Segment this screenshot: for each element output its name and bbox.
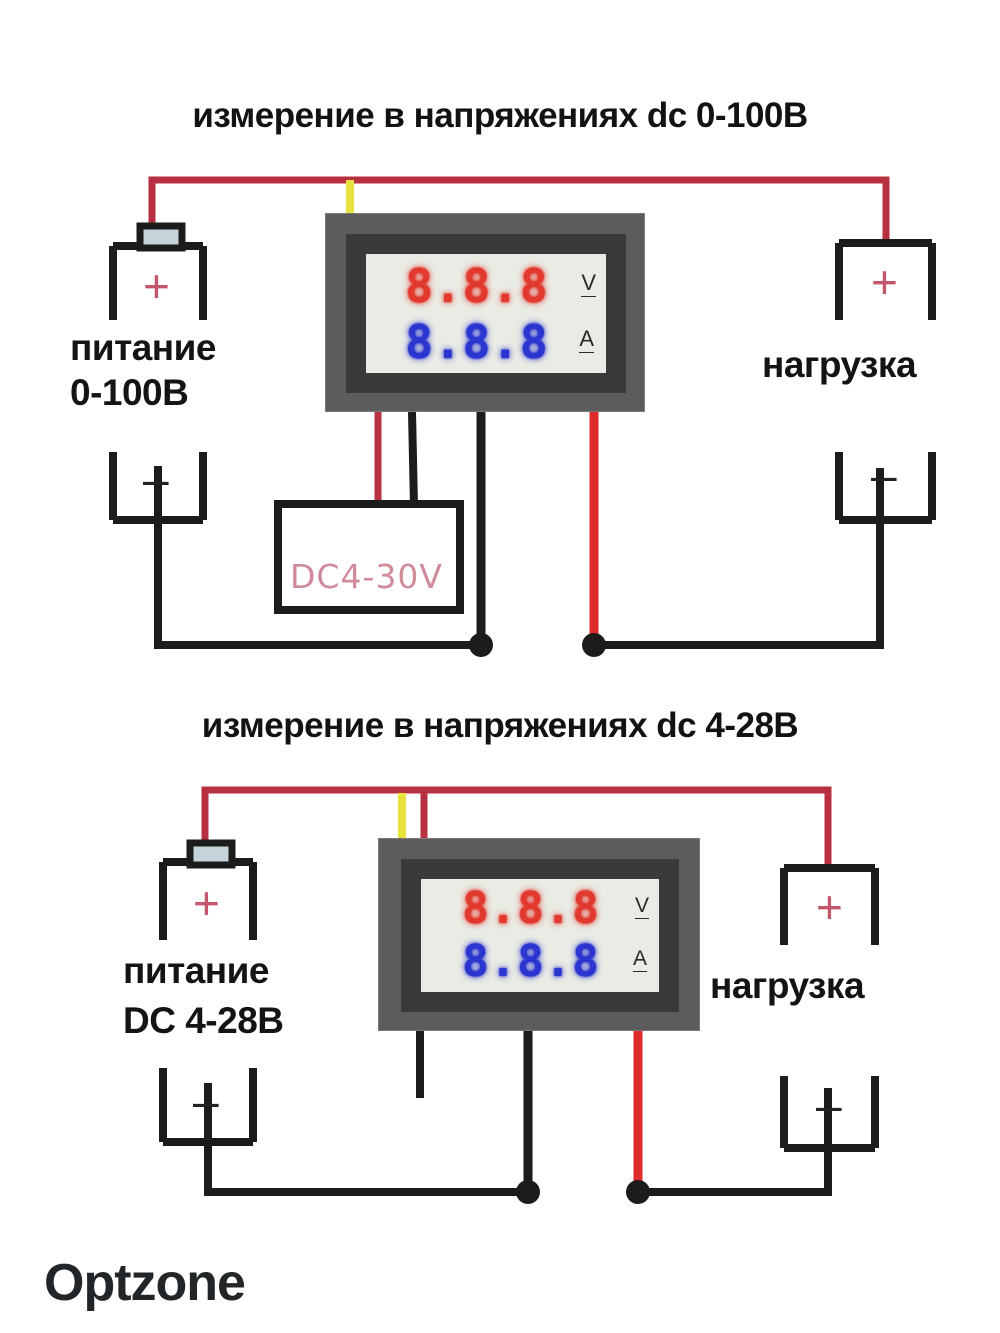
source-label-line1-top: питание [70, 327, 216, 368]
source-plus-sign-bottom: + [193, 877, 220, 929]
load-plus-sign-bottom: + [816, 881, 843, 933]
current-unit-top: A [579, 325, 594, 353]
aux-supply-box [274, 500, 464, 614]
source-cap-nub-b [186, 839, 236, 869]
junction-dot-left-b [516, 1180, 540, 1204]
wire-supply-negative-return-b [204, 1083, 528, 1196]
voltage-unit-bottom: V [634, 893, 649, 919]
brand-logo: Optzone [44, 1254, 246, 1312]
wire-supply-positive-rail [148, 176, 890, 245]
meter-screen-bottom: 8.8.8 V 8.8.8 A [421, 879, 659, 992]
diagram-top-title: измерение в напряжениях dc 0-100B [192, 96, 808, 135]
load-terminal-minus-bracket [835, 452, 936, 524]
wire-supply-negative-return [154, 466, 481, 649]
load-minus-sign-bottom: – [816, 1079, 842, 1131]
meter-screen-top: 8.8.8 V 8.8.8 A [366, 254, 606, 373]
diagram-bottom-title: измерение в напряжениях dc 4-28B [201, 706, 799, 745]
meter-current-row-top: 8.8.8 A [366, 314, 606, 370]
load-plus-sign-top: + [871, 256, 898, 308]
meter-voltage-row-bottom: 8.8.8 V [421, 883, 659, 936]
aux-supply-label-top: DC4-30V [290, 557, 443, 596]
load-terminal-plus-bracket-b [780, 864, 879, 945]
load-label-bottom: нагрузка [710, 965, 865, 1006]
current-unit-bottom: A [632, 946, 647, 972]
source-label-line2-top: 0-100В [70, 372, 189, 413]
voltage-unit-top: V [581, 269, 596, 297]
load-terminal-plus-bracket [835, 239, 936, 320]
wire-aux-supply-negative [408, 411, 418, 507]
junction-dot-right [582, 633, 606, 657]
source-terminal-minus-bracket-b [159, 1068, 257, 1146]
current-digits-top: 8.8.8 [405, 314, 549, 369]
junction-dot-right-b [626, 1180, 650, 1204]
source-label-line1-bottom: питание [123, 950, 269, 991]
wire-load-negative-return-b [638, 1088, 832, 1196]
source-plus-sign-top: + [143, 260, 170, 312]
voltage-digits-top: 8.8.8 [405, 258, 549, 313]
load-minus-sign-top: – [871, 449, 897, 501]
meter-voltage-row-top: 8.8.8 V [366, 258, 606, 314]
source-terminal-minus-bracket [109, 452, 207, 524]
junction-dot-left [469, 633, 493, 657]
meter-module-top: 8.8.8 V 8.8.8 A [325, 213, 645, 412]
meter-current-row-bottom: 8.8.8 A [421, 936, 659, 989]
load-label-top: нагрузка [762, 344, 917, 385]
source-minus-sign-bottom: – [193, 1075, 219, 1127]
load-terminal-minus-bracket-b [780, 1076, 879, 1152]
meter-module-bottom: 8.8.8 V 8.8.8 A [378, 838, 700, 1031]
wire-load-negative-return [594, 468, 884, 649]
source-cap-nub [136, 222, 186, 252]
voltage-digits-bottom: 8.8.8 [462, 883, 600, 934]
wire-supply-positive-rail-b [201, 786, 832, 868]
current-digits-bottom: 8.8.8 [462, 936, 600, 987]
source-minus-sign-top: – [143, 453, 169, 505]
source-label-line2-bottom: DC 4-28В [123, 1000, 284, 1041]
